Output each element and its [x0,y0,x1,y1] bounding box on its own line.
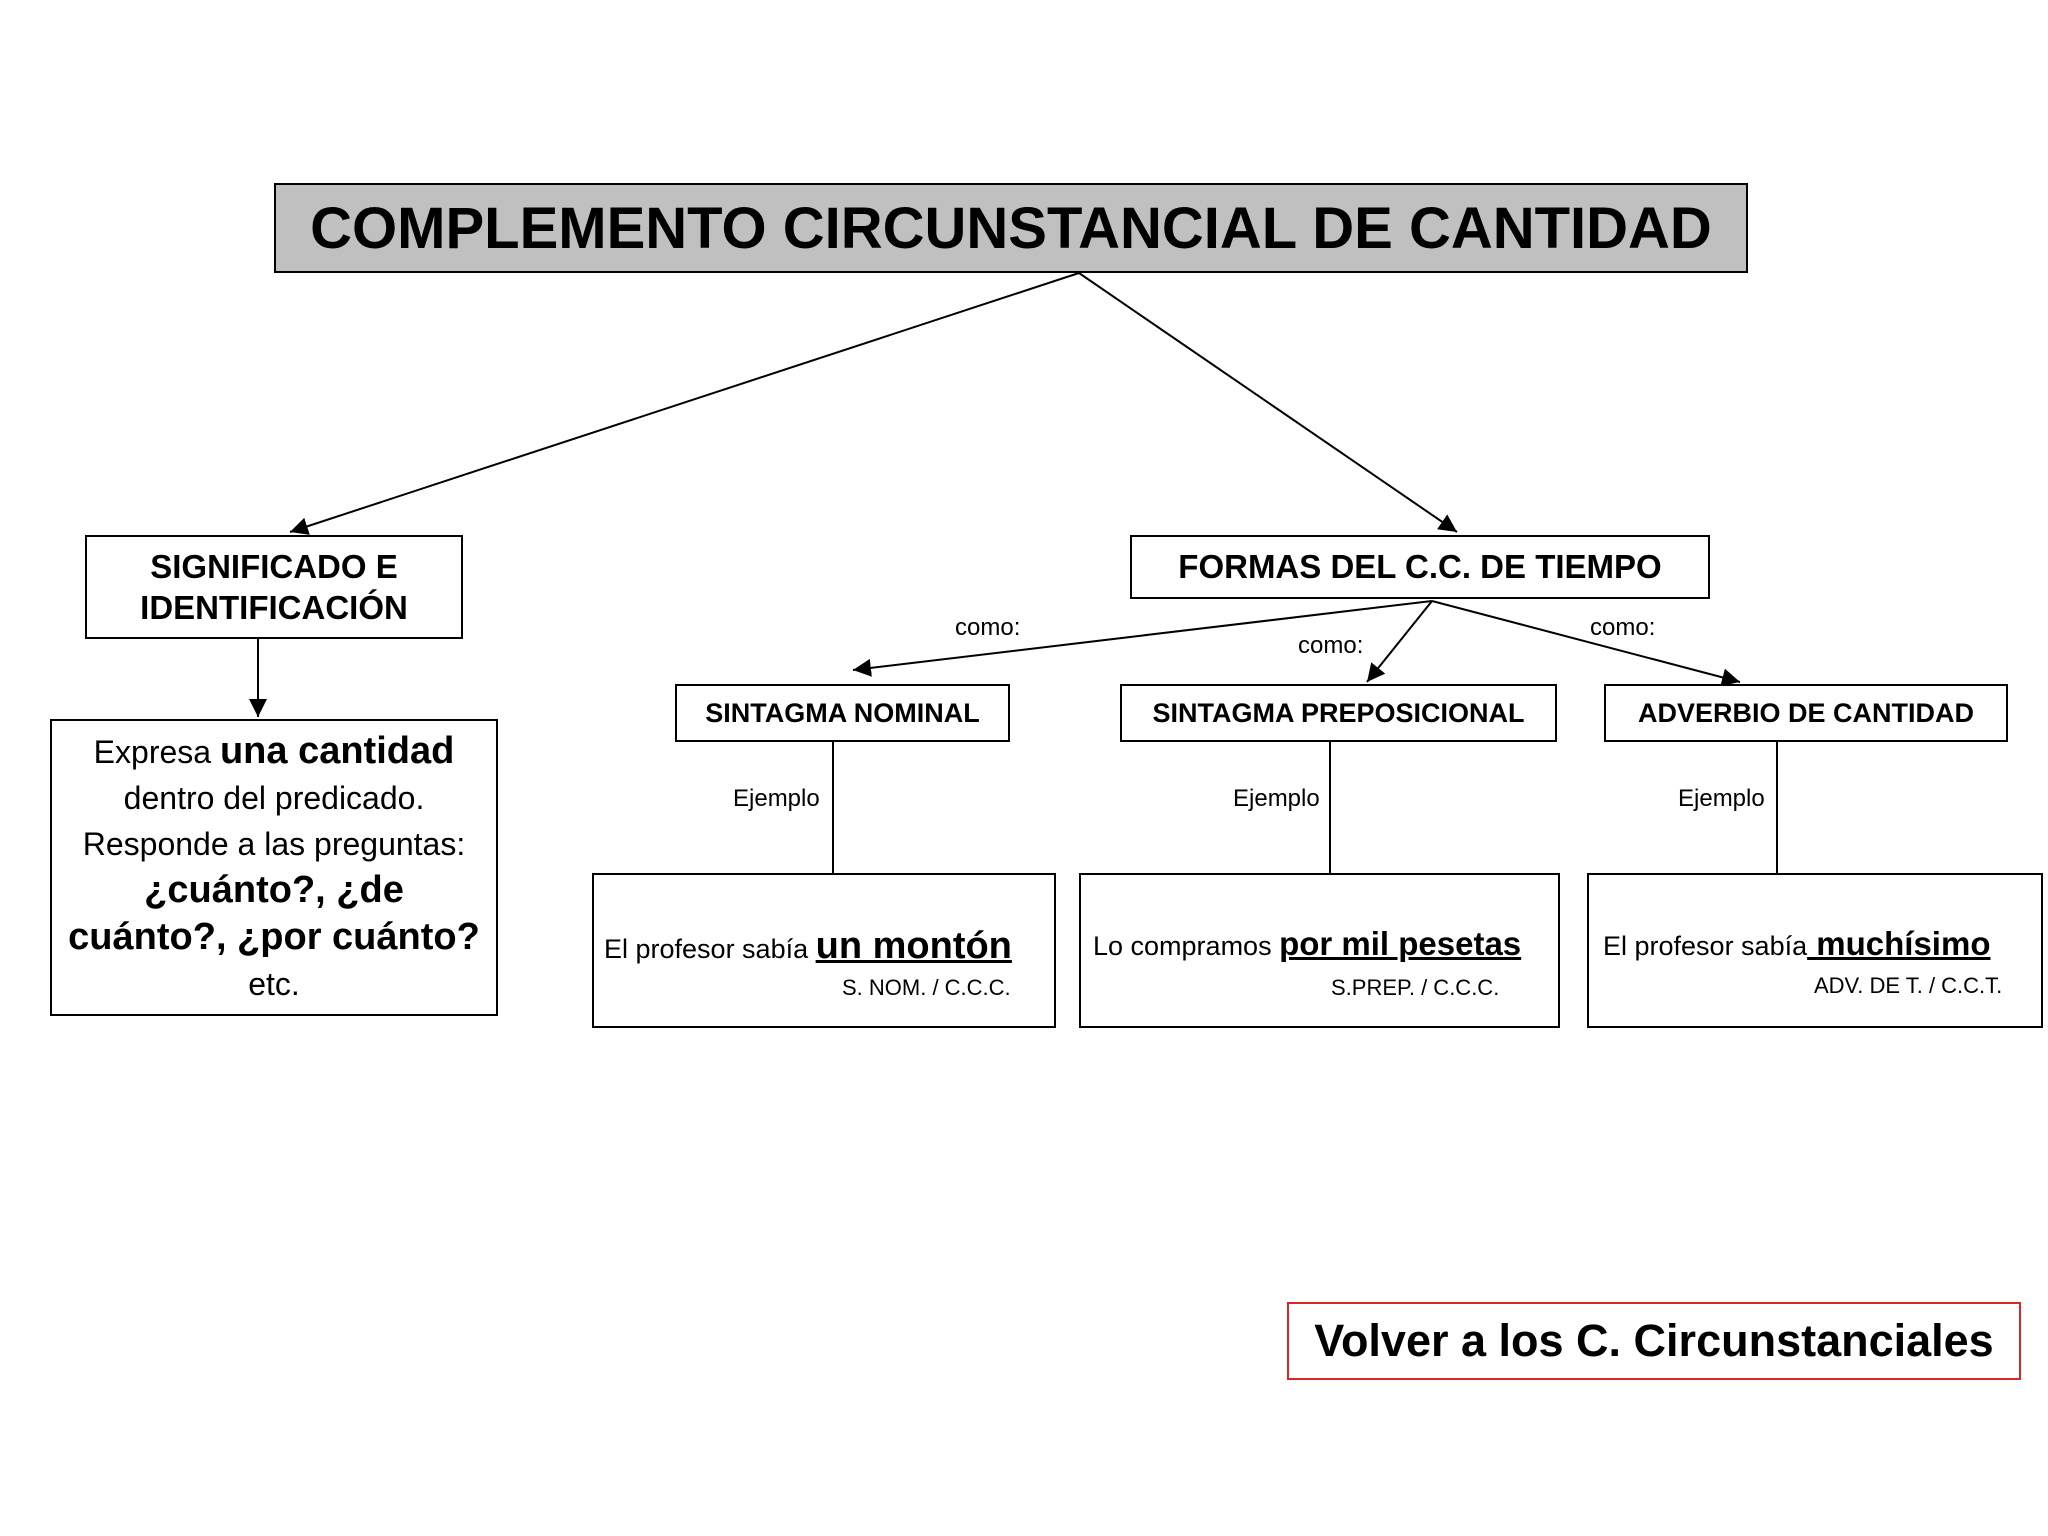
como-label-middle: como: [1298,632,1364,659]
example-highlight: un montón [815,925,1012,967]
descripcion-text: Expresa una cantidad dentro del predicad… [62,728,486,1007]
diagram-title-text: COMPLEMENTO CIRCUNSTANCIAL DE CANTIDAD [310,195,1712,261]
ejemplo-label-1: Ejemplo [733,785,820,812]
example-sentence: Lo compramos por mil pesetas [1093,925,1521,963]
volver-link-button[interactable]: Volver a los C. Circunstanciales [1287,1302,2021,1380]
example-analysis-tag: S. NOM. / C.C.C. [842,975,1011,1000]
significado-line-2: IDENTIFICACIÓN [140,589,408,626]
adverbio-cantidad-label: ADVERBIO DE CANTIDAD [1637,697,1974,728]
arrow-title-to-formas [1078,272,1458,533]
significado-box: SIGNIFICADO E IDENTIFICACIÓN [85,535,463,639]
example-analysis-tag: ADV. DE T. / C.C.T. [1814,973,2003,998]
adverbio-cantidad-box: ADVERBIO DE CANTIDAD [1604,684,2008,742]
descripcion-part-5: etc. [248,966,300,1002]
example-box-adverbio: El profesor sabía muchísimo ADV. DE T. /… [1587,873,2043,1028]
sintagma-preposicional-label: SINTAGMA PREPOSICIONAL [1152,697,1525,728]
descripcion-part-3: dentro del predicado. Responde a las pre… [82,780,466,862]
como-label-left: como: [955,614,1021,641]
example-sentence: El profesor sabía un montón [604,925,1012,968]
diagram-title: COMPLEMENTO CIRCUNSTANCIAL DE CANTIDAD [274,183,1748,273]
example-box-sintagma-nominal: El profesor sabía un montón S. NOM. / C.… [592,873,1056,1028]
volver-link-label: Volver a los C. Circunstanciales [1314,1315,1994,1366]
example-highlight: por mil pesetas [1279,925,1522,962]
descripcion-emphasis-1: una cantidad [219,730,455,772]
descripcion-emphasis-2: ¿cuánto?, ¿de cuánto?, ¿por cuánto? [68,869,480,958]
arrow-formas-to-sintagma-preposicional [1366,600,1433,683]
arrow-formas-to-sintagma-nominal [852,600,1433,677]
descripcion-box: Expresa una cantidad dentro del predicad… [50,719,498,1016]
formas-label: FORMAS DEL C.C. DE TIEMPO [1178,548,1662,585]
significado-text: SIGNIFICADO E IDENTIFICACIÓN [140,546,408,628]
example-sentence: El profesor sabía muchísimo [1603,925,1990,963]
example-box-sintagma-preposicional: Lo compramos por mil pesetas S.PREP. / C… [1079,873,1560,1028]
example-analysis-tag: S.PREP. / C.C.C. [1331,975,1500,1000]
sintagma-preposicional-box: SINTAGMA PREPOSICIONAL [1120,684,1557,742]
ejemplo-label-2: Ejemplo [1233,785,1320,812]
example-highlight: muchísimo [1807,925,1991,962]
sintagma-nominal-label: SINTAGMA NOMINAL [705,697,980,728]
descripcion-part-1: Expresa [93,734,220,770]
ejemplo-label-3: Ejemplo [1678,785,1765,812]
arrow-formas-to-adverbio [1431,600,1741,687]
como-label-right: como: [1590,614,1656,641]
example-prefix: Lo compramos [1093,931,1280,961]
significado-line-1: SIGNIFICADO E [150,548,398,585]
arrow-title-to-significado [289,272,1080,535]
sintagma-nominal-box: SINTAGMA NOMINAL [675,684,1010,742]
example-prefix: El profesor sabía [604,934,816,964]
formas-box: FORMAS DEL C.C. DE TIEMPO [1130,535,1710,599]
example-prefix: El profesor sabía [1603,931,1808,961]
